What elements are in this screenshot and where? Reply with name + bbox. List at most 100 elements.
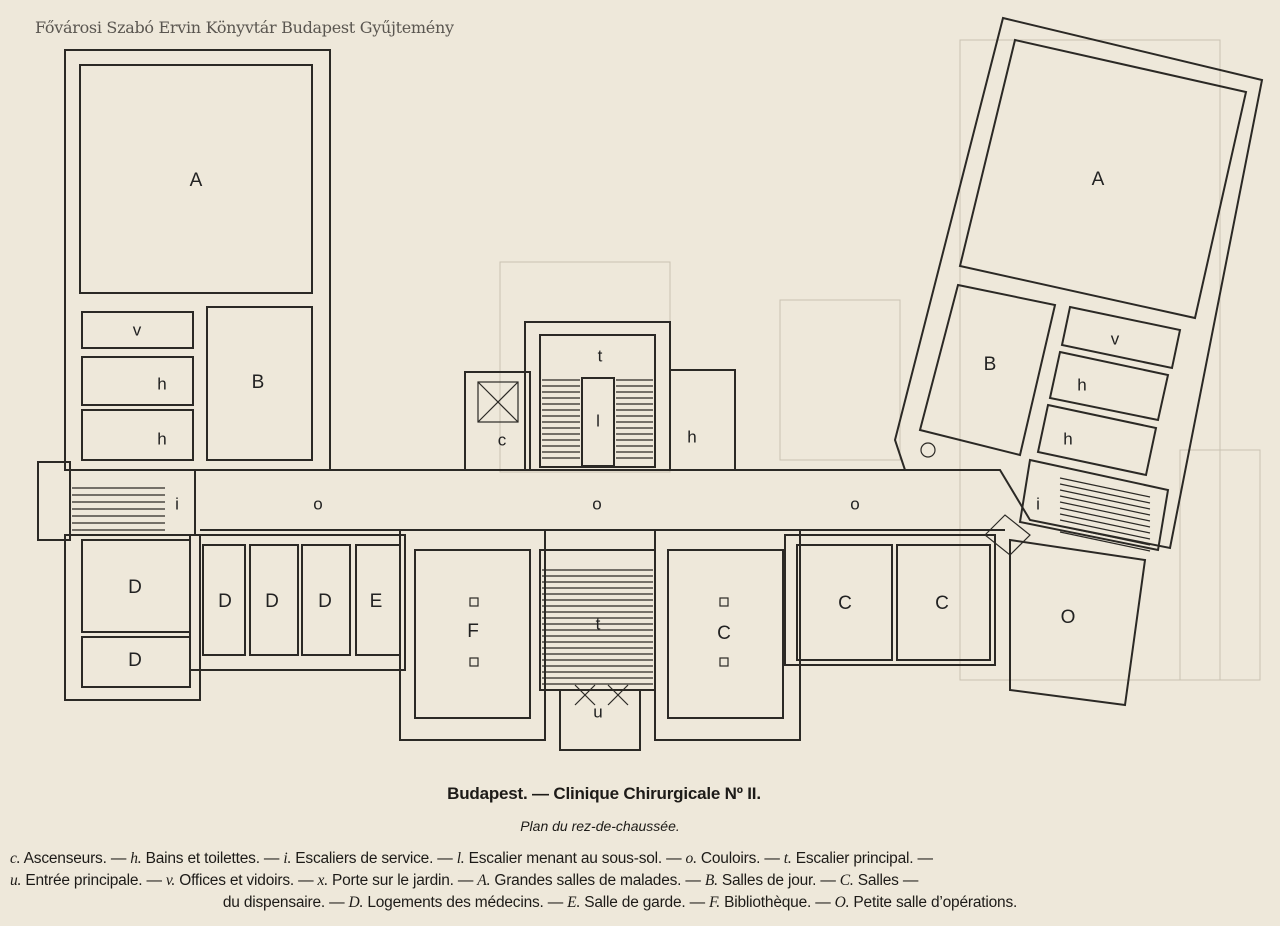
room-label-h-right-1: h xyxy=(1077,375,1086,394)
legend-description: Bibliothèque. xyxy=(724,894,812,911)
legend-description: Salles xyxy=(857,872,899,889)
central-block xyxy=(189,321,1005,751)
plan-subtitle: Plan du rez-de-chaussée. xyxy=(520,818,680,834)
legend-description: Salle de garde. xyxy=(584,894,686,911)
legend-line-3: du dispensaire. — D. Logements des médec… xyxy=(222,894,1018,911)
legend-key: t. xyxy=(783,850,792,867)
legend-description: Salles de jour. xyxy=(721,872,817,889)
floor-plan: A v h h B i D D D D D E o c l t h o F t … xyxy=(37,16,1264,751)
room-label-h-left-1: h xyxy=(157,374,166,393)
room-label-D-5: D xyxy=(318,591,332,612)
legend-entry: A. Grandes salles de malades. xyxy=(477,872,681,889)
room-label-t-main: t xyxy=(596,614,601,633)
show-through-lines xyxy=(499,39,1261,681)
legend-description: Petite salle d’opérations. xyxy=(853,894,1018,911)
service-stair-left xyxy=(72,487,165,531)
legend-description: Ascenseurs. xyxy=(23,850,107,867)
legend-entry: E. Salle de garde. xyxy=(567,894,686,911)
room-label-D-4: D xyxy=(265,591,279,612)
legend-key: h. xyxy=(130,850,142,867)
legend-key: u. xyxy=(10,872,22,889)
stair-tread xyxy=(1059,495,1151,516)
legend-key: A. xyxy=(477,872,491,889)
legend-key: o. xyxy=(685,850,697,867)
legend-key: O. xyxy=(834,894,850,911)
stair-tread xyxy=(1059,513,1151,534)
room-label-c: c xyxy=(498,430,507,449)
legend-description: Escalier menant au sous-sol. xyxy=(468,850,663,867)
legend-description: Logements des médecins. xyxy=(367,894,544,911)
room-label-C-center: C xyxy=(717,623,731,644)
left-wing xyxy=(37,49,331,701)
stair-tread xyxy=(1059,501,1151,522)
main-stair xyxy=(542,569,653,685)
legend-description: Escalier principal. xyxy=(795,850,914,867)
legend-line-2: u. Entrée principale. — v. Offices et vi… xyxy=(10,872,919,889)
legend-key: c. xyxy=(10,850,21,867)
stair-tread xyxy=(1059,477,1151,498)
room-label-C-right-1: C xyxy=(838,593,852,614)
room-label-h-left-2: h xyxy=(157,429,166,448)
stair-tread xyxy=(1059,507,1151,528)
legend-key: B. xyxy=(704,872,718,889)
legend-entry: o. Couloirs. xyxy=(686,850,761,867)
stair-tread xyxy=(1059,525,1151,546)
room-label-i-right: i xyxy=(1036,494,1040,513)
plan-title: Budapest. — Clinique Chirurgicale Nº II. xyxy=(447,784,761,803)
room-label-i-left: i xyxy=(175,494,179,513)
legend-description: Porte sur le jardin. xyxy=(332,872,454,889)
basement-stair xyxy=(542,379,653,459)
legend-entry: c. Ascenseurs. xyxy=(10,850,107,867)
legend-entry: i. Escaliers de service. xyxy=(283,850,433,867)
legend-description: Bains et toilettes. xyxy=(145,850,260,867)
legend-entry: O. Petite salle d’opérations. xyxy=(834,894,1018,911)
legend-entry: l. Escalier menant au sous-sol. xyxy=(456,850,663,867)
stair-tread xyxy=(1059,519,1151,540)
legend-entry: du dispensaire. xyxy=(223,894,325,911)
room-label-A-left: A xyxy=(190,170,203,191)
legend-key: i. xyxy=(283,850,292,867)
stair-tread xyxy=(1059,483,1151,504)
legend-entry: v. Offices et vidoirs. xyxy=(166,872,294,889)
legend-description: Escaliers de service. xyxy=(295,850,434,867)
room-label-O: O xyxy=(1061,607,1076,628)
legend-entry: D. Logements des médecins. xyxy=(349,894,544,911)
legend-entry: h. Bains et toilettes. xyxy=(130,850,260,867)
right-wing xyxy=(893,16,1264,707)
legend: c. Ascenseurs. — h. Bains et toilettes. … xyxy=(10,848,1230,914)
room-label-D-1: D xyxy=(128,577,142,598)
room-label-u: u xyxy=(593,702,602,721)
legend-description: du dispensaire. xyxy=(222,894,326,911)
legend-entry: u. Entrée principale. xyxy=(10,872,143,889)
legend-entry: C. Salles xyxy=(840,872,899,889)
legend-key: l. xyxy=(456,850,465,867)
legend-key: v. xyxy=(165,872,176,889)
legend-description: Entrée principale. xyxy=(25,872,143,889)
legend-description: Couloirs. xyxy=(700,850,761,867)
legend-key: C. xyxy=(839,872,854,889)
legend-description: Offices et vidoirs. xyxy=(179,872,295,889)
room-label-F: F xyxy=(467,621,479,642)
room-label-D-3: D xyxy=(218,591,232,612)
legend-entry: F. Bibliothèque. xyxy=(709,894,811,911)
room-label-v-left: v xyxy=(133,320,142,339)
legend-line-1: c. Ascenseurs. — h. Bains et toilettes. … xyxy=(10,850,933,867)
room-label-B-right: B xyxy=(984,354,997,375)
room-label-l: l xyxy=(596,411,600,430)
legend-key: x. xyxy=(317,872,329,889)
room-label-v-right: v xyxy=(1111,329,1120,348)
room-label-E: E xyxy=(370,591,383,612)
legend-entry: t. Escalier principal. xyxy=(784,850,914,867)
stair-tread xyxy=(1059,489,1151,510)
legend-description: Grandes salles de malades. xyxy=(494,872,682,889)
legend-entry: x. Porte sur le jardin. xyxy=(318,872,454,889)
stair-tread xyxy=(1059,531,1151,552)
legend-key: E. xyxy=(567,894,581,911)
legend-entry: B. Salles de jour. xyxy=(704,872,817,889)
room-label-C-right-2: C xyxy=(935,593,949,614)
library-watermark: Fővárosi Szabó Ervin Könyvtár Budapest G… xyxy=(35,18,454,37)
room-labels: A v h h B i D D D D D E o c l t h o F t … xyxy=(128,169,1120,721)
room-label-o-left: o xyxy=(313,494,322,513)
room-label-A-right: A xyxy=(1092,169,1105,190)
room-label-h-center: h xyxy=(687,427,696,446)
